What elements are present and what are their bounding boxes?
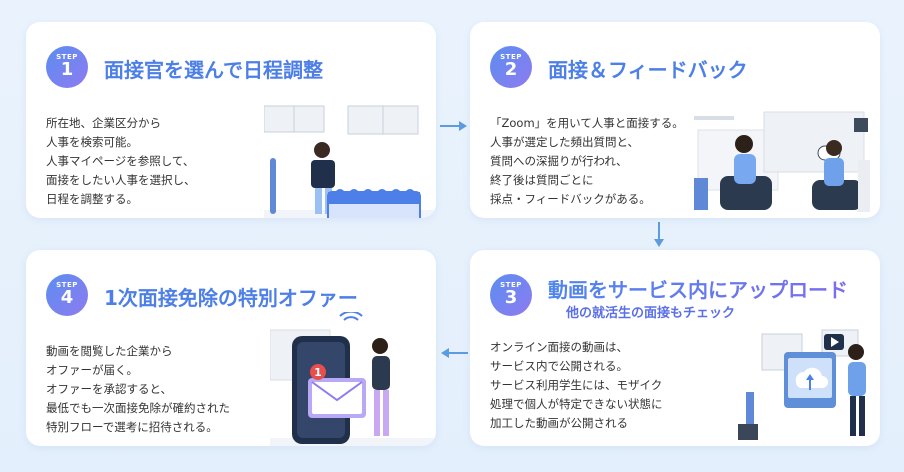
step-2-description: 「Zoom」を用いて人事と面接する。 人事が選定した頻出質問と、 質問への深掘り… xyxy=(490,114,730,209)
calendar-person-illustration xyxy=(264,105,434,218)
step-1-badge: STEP 1 xyxy=(46,46,88,88)
step-1-badge-number: 1 xyxy=(60,59,74,80)
step-3-badge-label: STEP xyxy=(500,281,522,289)
step-4-line: 最低でも一次面接免除が確約された xyxy=(46,401,230,415)
step-3-line: オンライン面接の動画は、 xyxy=(490,340,628,354)
step-1-line: 面接をしたい人事を選択し、 xyxy=(46,173,196,187)
step-1-line: 人事マイページを参照して、 xyxy=(46,154,195,168)
step-1-description: 所在地、企業区分から 人事を検索可能。 人事マイページを参照して、 面接をしたい… xyxy=(46,114,286,209)
arrow-down-icon xyxy=(654,222,664,247)
step-2-badge: STEP 2 xyxy=(490,46,532,88)
step-2-card: STEP 2 面接＆フィードバック 「Zoom」を用いて人事と面接する。 人事が… xyxy=(470,22,880,218)
step-3-card: STEP 3 動画をサービス内にアップロード 他の就活生の面接もチェック オンラ… xyxy=(470,250,880,446)
step-3-badge: STEP 3 xyxy=(490,274,532,316)
step-1-line: 人事を検索可能。 xyxy=(46,135,138,149)
step-4-line: 特別フローで選考に招待される。 xyxy=(46,420,218,434)
step-3-line: 処理で個人が特定できない状態に xyxy=(490,397,663,411)
step-3-line: サービス内で公開される。 xyxy=(490,359,628,373)
notification-count: 1 xyxy=(314,366,322,379)
interview-illustration xyxy=(694,111,870,212)
step-4-badge: STEP 4 xyxy=(46,274,88,316)
step-4-card: STEP 4 1次面接免除の特別オファー 動画を閲覧した企業から オファーが届く… xyxy=(26,250,436,446)
step-2-line: 採点・フィードバックがある。 xyxy=(490,192,651,206)
step-4-title: 1次面接免除の特別オファー xyxy=(104,286,358,310)
step-4-description: 動画を閲覧した企業から オファーが届く。 オファーを承認すると、 最低でも一次面… xyxy=(46,342,286,437)
arrow-left-icon xyxy=(441,348,468,358)
step-4-badge-label: STEP xyxy=(56,281,78,289)
step-1-line: 日程を調整する。 xyxy=(46,192,138,206)
step-3-description: オンライン面接の動画は、 サービス内で公開される。 サービス利用学生には、モザイ… xyxy=(490,338,730,433)
step-3-line: 加工した動画が公開される xyxy=(490,416,628,430)
step-4-line: オファーが届く。 xyxy=(46,363,138,377)
step-1-card: STEP 1 面接官を選んで日程調整 所在地、企業区分から 人事を検索可能。 人… xyxy=(26,22,436,218)
step-3-title: 動画をサービス内にアップロード xyxy=(548,274,848,303)
step-2-line: 終了後は質問ごとに xyxy=(490,173,594,187)
step-2-line: 人事が選定した頻出質問と、 xyxy=(490,135,640,149)
step-2-line: 「Zoom」を用いて人事と面接する。 xyxy=(490,116,684,130)
step-4-line: 動画を閲覧した企業から xyxy=(46,344,173,358)
step-2-title: 面接＆フィードバック xyxy=(548,58,748,82)
step-2-badge-number: 2 xyxy=(504,59,518,80)
step-3-badge-number: 3 xyxy=(504,287,518,308)
phone-offer-illustration: 1 xyxy=(270,312,436,446)
upload-illustration xyxy=(738,329,866,440)
step-3-line: サービス利用学生には、モザイク xyxy=(490,378,663,392)
step-4-line: オファーを承認すると、 xyxy=(46,382,173,396)
arrow-right-icon xyxy=(440,121,467,131)
step-1-line: 所在地、企業区分から xyxy=(46,116,161,130)
step-1-badge-label: STEP xyxy=(56,53,78,61)
step-3-subtitle: 他の就活生の面接もチェック xyxy=(566,306,736,321)
step-1-title: 面接官を選んで日程調整 xyxy=(104,58,323,82)
step-4-badge-number: 4 xyxy=(60,287,74,308)
step-2-line: 質問への深掘りが行われ、 xyxy=(490,154,628,168)
step-2-badge-label: STEP xyxy=(500,53,522,61)
